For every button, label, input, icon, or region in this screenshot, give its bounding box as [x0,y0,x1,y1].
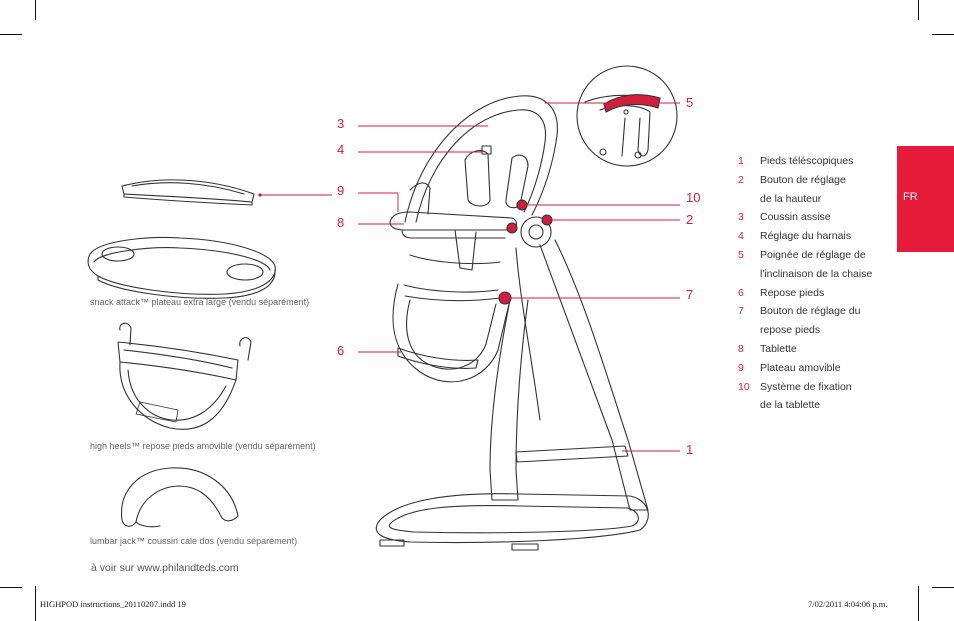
footer-timestamp: 7/02/2011 4:04:06 p.m. [808,599,888,609]
legend-item: de la tablette [760,399,821,412]
crop-mark [0,34,22,35]
detail-circle-drawing [576,65,678,167]
crop-mark [918,586,919,621]
callout-1: 1 [686,442,694,457]
knob-tray-lock [506,222,518,234]
language-tab-label: FR [903,191,918,203]
caption-lumbar-jack: lumbar jack™ coussin cale dos (vendu sép… [90,536,298,546]
caption-snack-attack: snack attack™ plateau extra large (vendu… [90,297,310,307]
callout-7: 7 [686,287,694,302]
footrest-drawing [117,322,252,430]
lumbar-cushion-drawing [121,467,239,528]
language-tab: FR [897,146,954,252]
callout-5: 5 [686,95,694,110]
crop-mark [918,0,919,20]
caption-high-heels: high heels™ repose pieds amovible (vendu… [90,441,316,451]
tray-small-drawing [121,179,255,206]
website-link[interactable]: à voir sur www.philandteds.com [91,562,239,574]
crop-mark [35,586,36,621]
footer-file-info: HIGHPOD instructions_20110207.indd 19 [40,599,186,609]
callout-10: 10 [686,190,701,205]
callout-6: 6 [337,343,345,358]
callout-3: 3 [337,116,345,131]
callout-4: 4 [337,142,345,157]
crop-mark [932,587,954,588]
crop-mark [35,0,36,20]
snack-tray-drawing [87,237,276,299]
crop-mark [932,34,954,35]
highchair-drawing [375,95,649,551]
callout-2: 2 [686,212,694,227]
crop-mark [0,587,22,588]
leader-dot [258,193,262,197]
callout-8: 8 [337,215,345,230]
legend-item: de la hauteur [760,192,822,205]
legend-item: repose pieds [760,324,821,337]
callout-9: 9 [337,183,345,198]
legend-item: l'inclinaison de la chaise [760,267,873,280]
